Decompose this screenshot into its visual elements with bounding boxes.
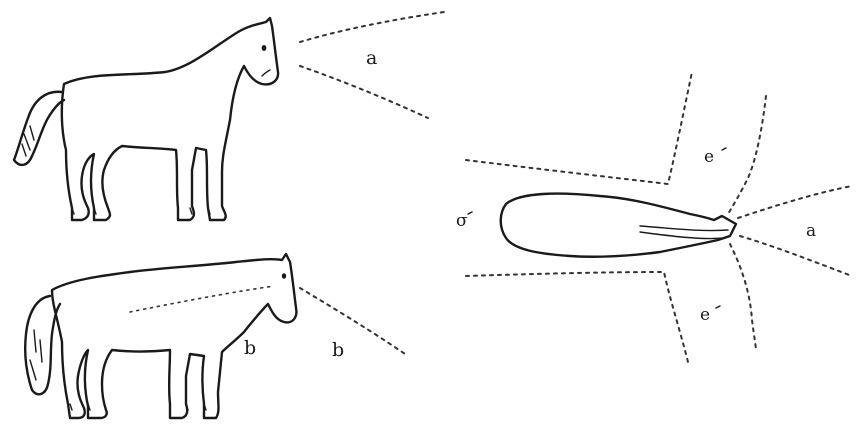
horse-head-lowered — [25, 254, 296, 418]
label-rear: σ — [456, 211, 468, 231]
eye-icon — [282, 273, 286, 279]
label-left-field: e — [704, 147, 714, 167]
visual-field-b: b b — [130, 286, 408, 361]
label-b-body: b — [244, 337, 256, 359]
label-right-field: e — [700, 305, 710, 325]
label-b-outward: b — [332, 339, 344, 361]
eye-icon — [262, 45, 267, 51]
visual-field-sectors: σ e e a — [456, 72, 852, 362]
visual-field-a: a — [300, 12, 444, 118]
label-front-field: a — [806, 221, 816, 241]
top-view-horse — [501, 194, 736, 257]
horse-head-raised — [14, 18, 278, 220]
label-a: a — [366, 47, 377, 69]
